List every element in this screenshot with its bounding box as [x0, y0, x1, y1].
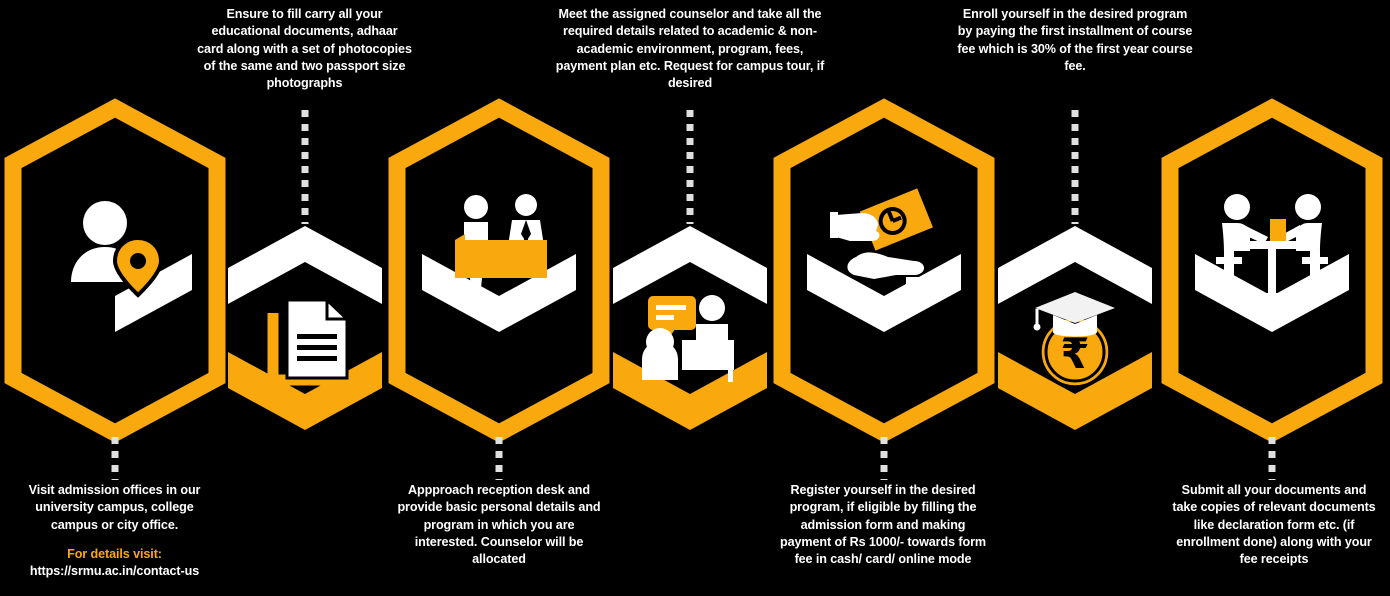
counseling-discussion-icon — [642, 295, 734, 382]
documents-icon — [267, 296, 351, 386]
caption-step-6-text: Enroll yourself in the desired program b… — [957, 7, 1193, 73]
chevron-bottom-4 — [613, 352, 767, 430]
graduation-cap-rupee-coin-icon: ₹ — [1033, 292, 1115, 389]
caption-step-6: Enroll yourself in the desired program b… — [957, 6, 1193, 75]
caption-step-4-text: Meet the assigned counselor and take all… — [555, 7, 825, 91]
caption-step-7-text: Submit all your documents and take copie… — [1172, 483, 1376, 567]
hexagon-outline-7 — [1161, 98, 1383, 443]
person-location-pin-icon — [71, 201, 164, 298]
hexagon-step-6[interactable] — [998, 226, 1152, 430]
chevron-top-4 — [613, 226, 767, 304]
caption-step-2-text: Ensure to fill carry all your educationa… — [197, 7, 412, 91]
caption-step-3: Appproach reception desk and provide bas… — [395, 482, 603, 568]
chevron-bottom-5 — [807, 254, 961, 332]
chevron-bottom-7 — [1195, 254, 1349, 332]
caption-step-2: Ensure to fill carry all your educationa… — [197, 6, 412, 92]
document-submission-desk-icon — [1216, 194, 1328, 301]
hexagon-step-7[interactable] — [1161, 98, 1383, 443]
caption-step-7: Submit all your documents and take copie… — [1170, 482, 1378, 568]
chevron-top-6 — [998, 226, 1152, 304]
caption-step-5-text: Register yourself in the desired program… — [780, 483, 986, 567]
hexagon-step-3[interactable] — [388, 98, 610, 443]
chevron-bottom-2 — [228, 352, 382, 430]
dotted-connectors — [111, 110, 1276, 480]
svg-text:₹: ₹ — [1060, 329, 1089, 378]
chevron-bottom-right-1 — [115, 254, 192, 332]
hexagon-outline-5 — [773, 98, 995, 443]
hand-payment-card-icon — [830, 188, 934, 286]
caption-step-1: Visit admission offices in our universit… — [12, 482, 217, 580]
chevron-bottom-3 — [422, 254, 576, 332]
hexagon-step-4[interactable] — [613, 226, 767, 430]
chevron-top-2 — [228, 226, 382, 304]
hexagon-outline-3 — [388, 98, 610, 443]
caption-step-1-text: Visit admission offices in our universit… — [28, 483, 201, 532]
caption-step-1-url[interactable]: https://srmu.ac.in/contact-us — [29, 564, 200, 579]
hexagon-step-1[interactable] — [4, 98, 226, 443]
caption-step-5: Register yourself in the desired program… — [777, 482, 989, 568]
caption-step-3-text: Appproach reception desk and provide bas… — [397, 483, 601, 567]
caption-step-1-sublabel: For details visit: — [67, 546, 162, 561]
chevron-bottom-6 — [998, 352, 1152, 430]
hexagon-outline-1 — [4, 98, 226, 443]
reception-desk-icon — [455, 194, 547, 288]
hexagon-step-5[interactable] — [773, 98, 995, 443]
caption-step-4: Meet the assigned counselor and take all… — [550, 6, 830, 92]
hexagon-step-2[interactable] — [228, 226, 382, 430]
